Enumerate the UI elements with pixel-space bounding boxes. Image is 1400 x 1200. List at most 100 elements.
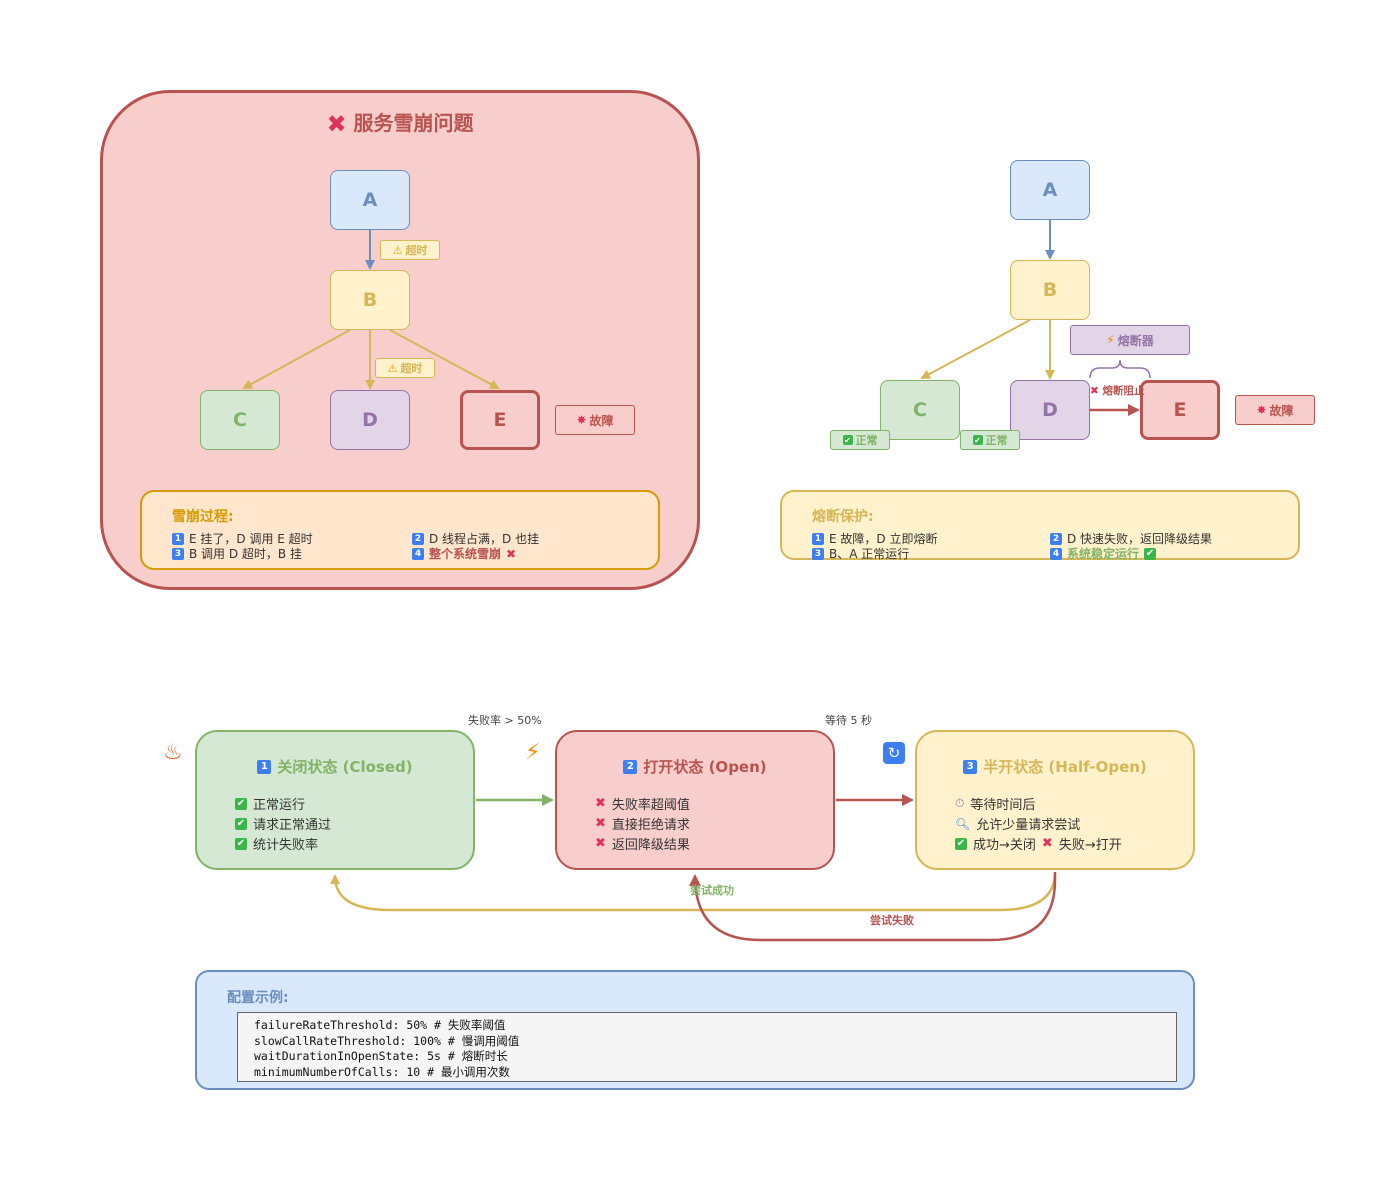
- number-2-icon: 2: [412, 532, 424, 545]
- half-open-item-3: ✔成功→关闭✖失败→打开: [955, 836, 1122, 853]
- avalanche-timeout-tag-2: ⚠超时: [375, 358, 435, 378]
- solution-node-b: B: [1010, 260, 1090, 320]
- config-line-4: minimumNumberOfCalls: 10 # 最小调用次数: [254, 1064, 510, 1079]
- check-icon: ✔: [235, 797, 247, 810]
- avalanche-node-d: D: [330, 390, 410, 450]
- timeout-label: 超时: [400, 362, 423, 375]
- cross-icon: ✖: [1041, 836, 1053, 851]
- avalanche-title-text: 服务雪崩问题: [353, 111, 474, 135]
- check-icon: ✔: [1144, 547, 1157, 560]
- fire-icon: ♨: [163, 740, 183, 765]
- config-code-block: failureRateThreshold: 50% # 失败率阈值 slowCa…: [237, 1012, 1177, 1082]
- solution-node-d: D: [1010, 380, 1090, 440]
- number-1-icon: 1: [172, 532, 184, 545]
- try-fail-label: 尝试失败: [870, 914, 914, 927]
- burst-icon: ✸: [576, 413, 587, 427]
- breaker-label: 熔断器: [1117, 333, 1154, 348]
- arrow-halfopen-closed: [330, 871, 1057, 912]
- refresh-icon: ↻: [883, 742, 905, 764]
- protection-title: 熔断保护:: [812, 509, 874, 525]
- number-3-icon: 3: [963, 759, 978, 774]
- lightning-icon: ⚡: [525, 740, 541, 765]
- config-line-3: waitDurationInOpenState: 5s # 熔断时长: [254, 1049, 508, 1063]
- check-icon: ✔: [972, 435, 983, 445]
- avalanche-node-a: A: [330, 170, 410, 230]
- number-1-icon: 1: [812, 532, 824, 545]
- closed-item-1: ✔正常运行: [235, 797, 306, 813]
- avalanche-timeout-tag-1: ⚠超时: [380, 240, 440, 260]
- breaker-brace: [1089, 359, 1151, 379]
- try-success-label: 尝试成功: [690, 884, 734, 897]
- arrow-b-e: [389, 329, 500, 389]
- open-item-2: ✖直接拒绝请求: [595, 816, 690, 833]
- avalanche-node-e: E: [460, 390, 540, 450]
- number-2-icon: 2: [1050, 532, 1062, 545]
- closed-item-2: ✔请求正常通过: [235, 817, 332, 833]
- cross-icon: ✖: [595, 836, 606, 851]
- breaker-tag: ⚡熔断器: [1070, 325, 1190, 355]
- normal-tag-d: ✔正常: [960, 430, 1020, 450]
- number-1-icon: 1: [257, 759, 272, 774]
- fault-label: 故障: [589, 413, 614, 428]
- cross-icon: ✖: [1090, 385, 1099, 397]
- cross-icon: ✖: [326, 110, 347, 138]
- block-label: ✖ 熔断阻止: [1090, 385, 1145, 397]
- config-line-2: slowCallRateThreshold: 100% # 慢调用阈值: [254, 1033, 520, 1048]
- open-item-3: ✖返回降级结果: [595, 836, 690, 853]
- solution-node-e: E: [1140, 380, 1220, 440]
- warning-icon: ⚠: [392, 243, 403, 257]
- solution-node-a: A: [1010, 160, 1090, 220]
- config-box: 配置示例: failureRateThreshold: 50% # 失败率阈值 …: [195, 970, 1195, 1090]
- avalanche-node-b: B: [330, 270, 410, 330]
- number-4-icon: 4: [412, 547, 424, 560]
- half-open-item-2: 🔍︎允许少量请求尝试: [955, 816, 1081, 834]
- fail-rate-label: 失败率 > 50%: [468, 714, 542, 727]
- arrow-b-c-sol: [920, 319, 1031, 379]
- burst-icon: ✸: [1256, 403, 1267, 417]
- half-open-item-1: ⏱等待时间后: [955, 796, 1036, 813]
- avalanche-title: ✖ 服务雪崩问题: [103, 107, 697, 138]
- check-icon: ✔: [235, 837, 247, 850]
- avalanche-fault-tag: ✸故障: [555, 405, 635, 435]
- process-title: 雪崩过程:: [172, 509, 234, 525]
- config-title: 配置示例:: [227, 990, 289, 1006]
- cross-icon: ✖: [595, 816, 606, 831]
- closed-item-3: ✔统计失败率: [235, 837, 319, 853]
- magnifier-icon: 🔍︎: [955, 816, 971, 831]
- stopwatch-icon: ⏱: [955, 796, 965, 810]
- lightning-icon: ⚡: [1106, 333, 1115, 347]
- config-line-1: failureRateThreshold: 50% # 失败率阈值: [254, 1018, 506, 1032]
- solution-fault-tag: ✸故障: [1235, 395, 1315, 425]
- solution-node-c: C: [880, 380, 960, 440]
- cross-icon: ✖: [506, 546, 517, 561]
- check-icon: ✔: [842, 435, 853, 445]
- arrow-halfopen-open: [689, 872, 1057, 942]
- open-item-1: ✖失败率超阈值: [595, 796, 690, 813]
- wait-label: 等待 5 秒: [825, 714, 872, 727]
- normal-tag-c: ✔正常: [830, 430, 890, 450]
- number-3-icon: 3: [172, 547, 184, 560]
- cross-icon: ✖: [595, 796, 606, 811]
- check-icon: ✔: [955, 837, 967, 850]
- arrow-b-c: [242, 329, 351, 389]
- timeout-label: 超时: [405, 244, 428, 257]
- number-4-icon: 4: [1050, 547, 1062, 560]
- warning-icon: ⚠: [387, 361, 398, 375]
